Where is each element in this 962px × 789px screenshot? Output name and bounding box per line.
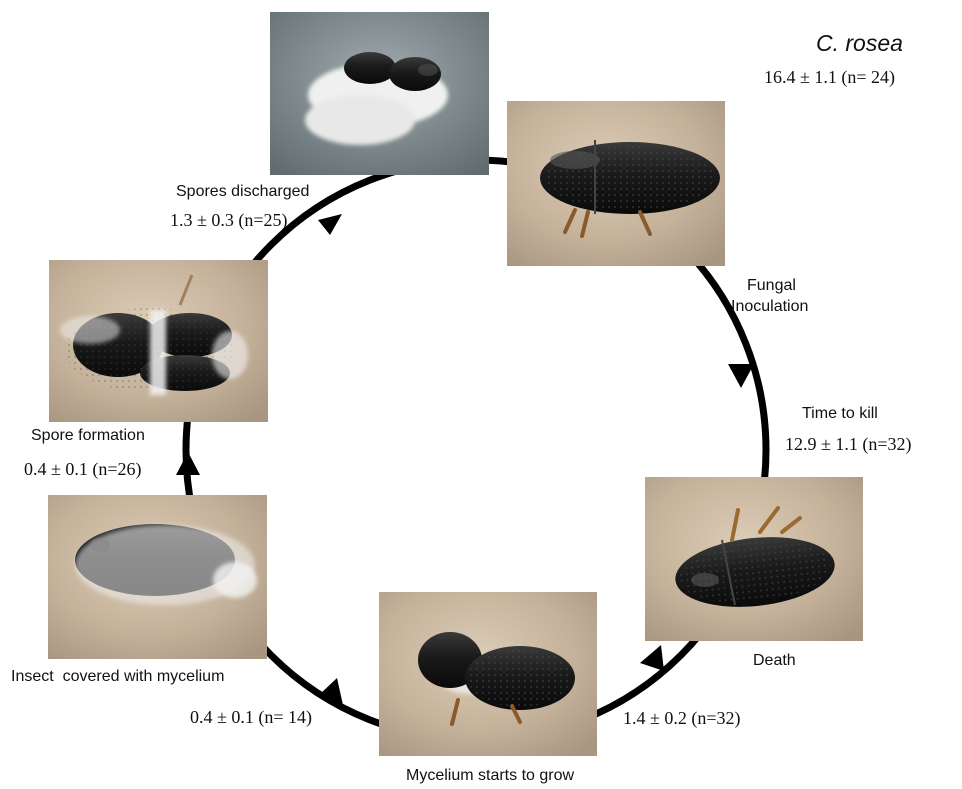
value-covered-to-formation: 0.4 ± 0.1 (n=26) [24,458,142,480]
species-name: C. rosea [816,30,903,57]
photo-fungal-inoculation [507,101,725,266]
label-spore-formation: Spore formation [31,426,145,446]
total-duration: 16.4 ± 1.1 (n= 24) [764,66,895,88]
arrow-inoculation-to-death [728,364,754,388]
value-formation-to-discharge: 1.3 ± 0.3 (n=25) [170,209,288,231]
label-fungal-inoculation-line2: Inoculation [731,297,808,317]
arrow-death-to-mycelium [640,645,664,671]
value-death-to-mycelium: 1.4 ± 0.2 (n=32) [623,707,741,729]
photo-mycelium-starts [379,592,597,756]
photo-death [645,477,863,641]
value-mycelium-to-covered: 0.4 ± 0.1 (n= 14) [190,706,312,728]
label-time-to-kill: Time to kill [802,404,878,424]
value-time-to-kill: 12.9 ± 1.1 (n=32) [785,433,912,455]
label-death: Death [753,651,796,671]
arrow-covered-to-spore-formation [176,452,200,475]
photo-spore-formation [49,260,268,422]
photo-spores-discharged [270,12,489,175]
label-mycelium-starts: Mycelium starts to grow [406,766,574,786]
label-insect-covered: Insect covered with mycelium [11,667,224,687]
label-spores-discharged: Spores discharged [176,182,309,202]
arrow-formation-to-discharge [318,214,342,235]
photo-insect-covered [48,495,267,659]
label-fungal-inoculation-line1: Fungal [747,276,796,296]
